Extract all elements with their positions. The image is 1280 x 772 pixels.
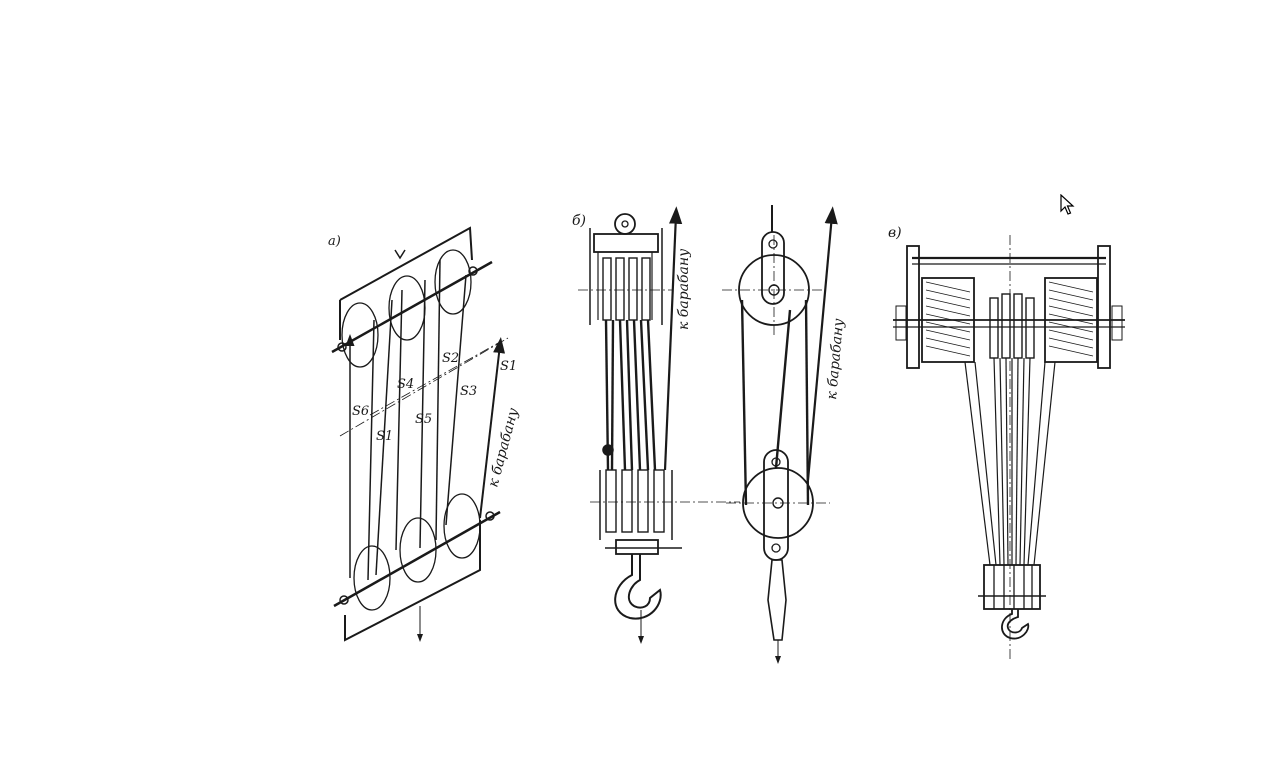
panel-v-letter: в)	[888, 225, 902, 241]
lower-axle	[333, 510, 501, 608]
force-label-s1-lower: S1	[376, 429, 393, 444]
panel-a: а)	[328, 226, 522, 642]
front-ropes	[604, 319, 657, 471]
lower-frame	[344, 520, 481, 642]
upper-cheek	[761, 231, 785, 305]
left-post	[906, 245, 920, 369]
right-drum	[1044, 277, 1098, 363]
side-rope	[740, 299, 748, 506]
lower-sheave-block	[605, 469, 665, 533]
hook-shank	[767, 559, 787, 641]
upper-sheave-block	[602, 257, 651, 321]
side-rope	[804, 299, 810, 506]
bearing-hatch	[895, 305, 1123, 341]
panel-b-side: к барабану	[722, 205, 847, 664]
upper-axle-end	[468, 266, 478, 276]
lower-sheave	[399, 517, 437, 583]
hook-crosshead	[615, 539, 659, 555]
upper-sheave-set	[989, 293, 1035, 359]
lower-sheave	[443, 493, 481, 559]
force-label-s3: S3	[460, 384, 477, 399]
rope-clamp	[602, 444, 614, 456]
panel-b-front: б)	[572, 206, 740, 644]
force-label-s5: S5	[415, 412, 432, 427]
hook	[614, 554, 662, 620]
upper-crosshead	[593, 233, 659, 253]
rope-bundle	[964, 357, 1056, 566]
rope-strands	[345, 259, 506, 581]
hanging-hook	[394, 249, 406, 260]
to-drum-label-b-right: к барабану	[824, 317, 847, 400]
lead-rope	[663, 206, 683, 471]
right-post	[1097, 245, 1111, 369]
hook-v	[1001, 609, 1030, 640]
force-label-s1: S1	[500, 359, 517, 374]
panel-a-letter: а)	[328, 234, 341, 249]
upper-frame	[339, 226, 473, 340]
force-label-s2: S2	[442, 351, 459, 366]
center-line	[339, 337, 509, 437]
lower-axle-end	[339, 595, 349, 605]
force-label-s4: S4	[397, 377, 414, 392]
upper-sheave	[434, 249, 472, 315]
to-drum-label-b-left: к барабану	[676, 248, 692, 330]
suspension-eye	[614, 213, 636, 235]
lower-axle-end	[485, 511, 495, 521]
panel-v: в)	[888, 225, 1125, 660]
mouse-pointer-icon	[1060, 194, 1075, 215]
lower-sheave	[353, 545, 391, 611]
center-line	[369, 341, 501, 416]
upper-sheave	[341, 302, 379, 368]
lead-rope-side	[806, 206, 838, 481]
force-label-s6: S6	[352, 404, 369, 419]
panel-b-letter: б)	[572, 213, 586, 229]
upper-sheave	[388, 275, 426, 341]
side-rope	[774, 309, 792, 469]
left-drum	[921, 277, 975, 363]
